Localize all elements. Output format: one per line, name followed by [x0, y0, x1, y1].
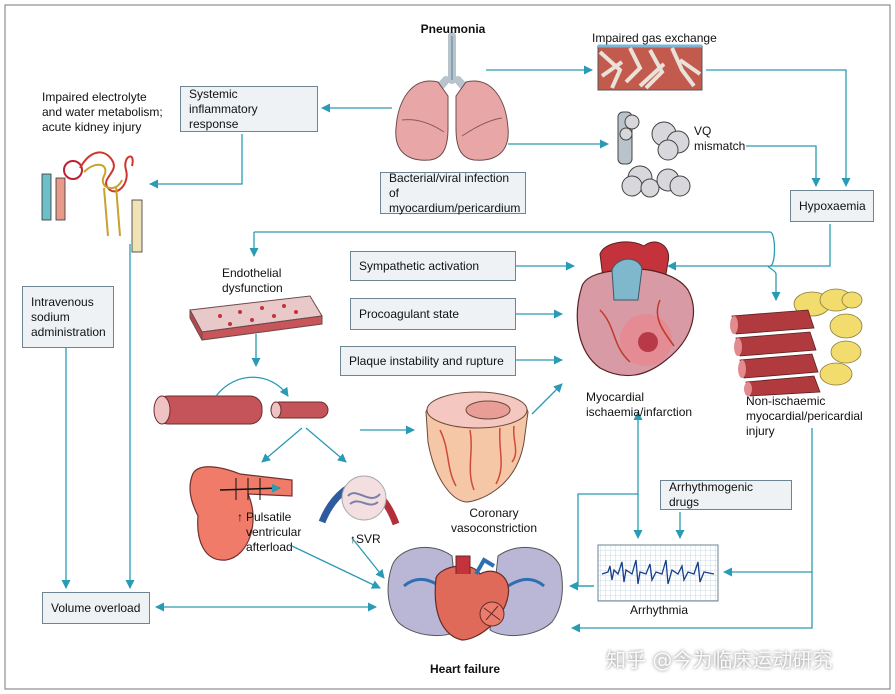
- coronary-label: Coronary vasoconstriction: [450, 506, 538, 535]
- arrhythmia-label: Arrhythmia: [629, 603, 688, 617]
- non-ischaemic-label: Non-ischaemic myocardial/pericardial inj…: [746, 394, 863, 438]
- increase-arrow-icon: ↑: [350, 532, 356, 546]
- alveolar-tissue-illustration: [597, 44, 703, 91]
- pulsatile-label: ↑Pulsatile ventricular afterload: [237, 510, 302, 554]
- electrolyte-label: Impaired electrolyte and water metabolis…: [42, 90, 163, 134]
- capillary-illustration: [318, 475, 400, 526]
- vessel-illustration: [153, 395, 329, 425]
- endothelium-illustration: [189, 295, 323, 341]
- alveoli-illustration: [617, 111, 691, 198]
- coronary-illustration: [425, 391, 529, 503]
- plaque-box: Plaque instability and rupture: [340, 346, 516, 376]
- heart-illustration: [576, 241, 695, 377]
- gas-exchange-label: Impaired gas exchange: [592, 31, 717, 45]
- heart-failure-illustration: [387, 546, 563, 641]
- endothelial-label: Endothelial dysfunction: [222, 266, 283, 295]
- heart-failure-label: Heart failure: [429, 662, 501, 676]
- pneumonia-label: Pneumonia: [420, 22, 486, 36]
- increase-arrow-icon: ↑: [237, 510, 243, 524]
- iv-sodium-box: Intravenous sodium administration: [22, 286, 114, 348]
- infection-box: Bacterial/viral infection of myocardium/…: [380, 171, 526, 215]
- watermark: 知乎 @今为临床运动研究: [606, 648, 833, 672]
- muscle-fibre-illustration: [730, 288, 863, 397]
- volume-overload-box: Volume overload: [42, 592, 150, 624]
- arrows: [61, 65, 851, 633]
- ecg-illustration: [597, 544, 719, 602]
- ischaemia-label: Myocardial ischaemia/infarction: [586, 390, 693, 419]
- vq-mismatch-label: VQ mismatch: [694, 124, 746, 153]
- lungs-illustration: [395, 32, 509, 161]
- ventricle-illustration: [189, 466, 293, 561]
- frame-border: [4, 4, 891, 690]
- kidney-illustration: [41, 151, 143, 253]
- procoagulant-box: Procoagulant state: [350, 298, 516, 330]
- systemic-inflammatory-box: Systemic inflammatory response: [180, 86, 318, 132]
- sympathetic-box: Sympathetic activation: [350, 251, 516, 281]
- arrhythmogenic-box: Arrhythmogenic drugs: [660, 480, 792, 510]
- hypoxaemia-box: Hypoxaemia: [790, 190, 874, 222]
- svr-label: ↑SVR: [350, 532, 381, 546]
